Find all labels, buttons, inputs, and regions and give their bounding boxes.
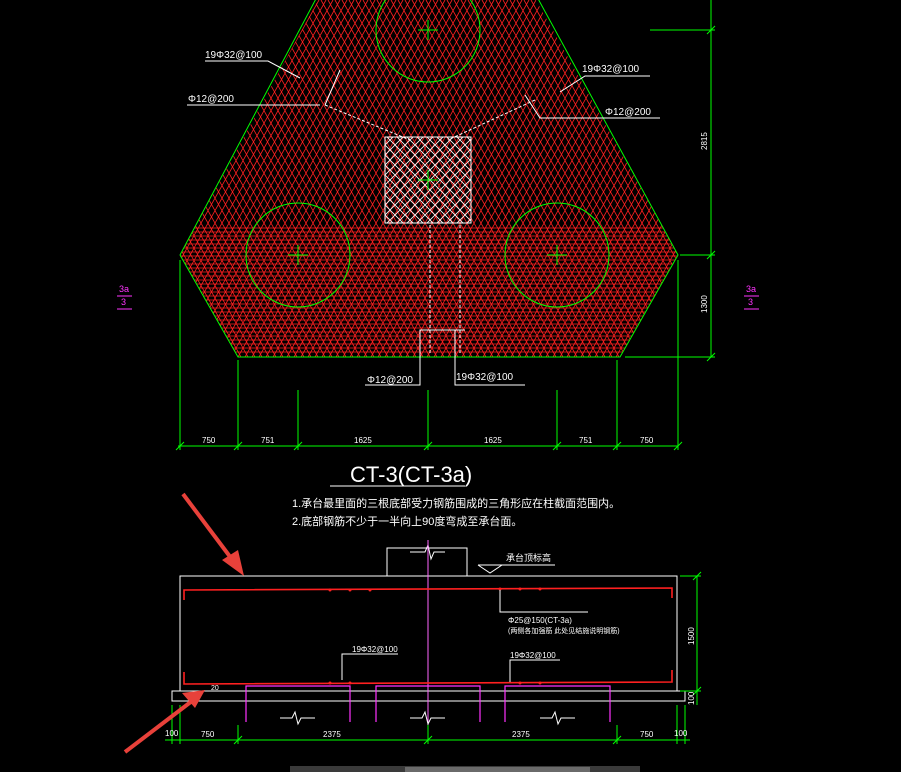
dim-bottom-1: 750 [202, 436, 216, 445]
section-height-dim [680, 571, 702, 705]
dim-bottom-6: 750 [640, 436, 654, 445]
rebar-dots [328, 587, 542, 685]
dim-sec-6: 100 [674, 729, 688, 738]
column-center-mark [418, 170, 438, 190]
dim-bottom-2: 751 [261, 436, 275, 445]
column-break-line [410, 543, 445, 561]
scrollbar-thumb[interactable] [405, 767, 590, 772]
dim-right-upper: 2815 [700, 132, 709, 150]
svg-text:3: 3 [121, 297, 126, 307]
section-piles [245, 685, 611, 722]
right-dimension-chain [625, 0, 716, 362]
pile-cap-outline [179, 0, 679, 358]
svg-text:3a: 3a [119, 284, 129, 294]
dim-section-base: 100 [687, 691, 696, 705]
dim-section-height: 1500 [687, 627, 696, 645]
pile-break-lines [280, 710, 575, 726]
label-bottom-rebar-left: 19Φ32@100 [352, 645, 398, 654]
pile-cap-section: 承台顶标高 Φ25@150(CT-3a) (两侧各加强筋 此处见结施说明钢筋) … [165, 540, 702, 745]
leader-lines [187, 60, 660, 386]
label-small-mark: 20 [211, 685, 219, 692]
section-marker-left: 3a 3 [117, 284, 132, 310]
dim-sec-4: 2375 [512, 730, 530, 739]
elevation-marker [477, 564, 555, 574]
annotation-arrow-top [181, 492, 244, 576]
label-top-right-dist: Φ12@200 [605, 107, 651, 118]
pile-cap-plan: 19Φ32@100 Φ12@200 19Φ32@100 Φ12@200 Φ12@… [117, 0, 759, 451]
dim-right-lower: 1300 [700, 295, 709, 313]
label-side-rebar: Φ25@150(CT-3a) [508, 616, 572, 625]
svg-text:3: 3 [748, 297, 753, 307]
label-top-right-main: 19Φ32@100 [582, 64, 639, 75]
pile-center-marks [288, 20, 567, 265]
label-top-elevation: 承台顶标高 [506, 552, 551, 563]
dim-bottom-3: 1625 [354, 436, 372, 445]
pile-circle-left [245, 202, 351, 308]
dim-sec-5: 750 [640, 730, 654, 739]
bottom-rebar [183, 670, 673, 685]
top-rebar [183, 587, 673, 600]
label-top-left-dist: Φ12@200 [188, 94, 234, 105]
label-bottom-rebar-right: 19Φ32@100 [510, 651, 556, 660]
pile-circle-top [375, 0, 481, 83]
bent-rebar-marks [324, 99, 536, 355]
label-side-rebar-note: (两侧各加强筋 此处见结施说明钢筋) [508, 626, 620, 635]
bottom-dimension-ticks [175, 441, 683, 451]
section-marker-right: 3a 3 [744, 284, 759, 310]
svg-text:3a: 3a [746, 284, 756, 294]
drawing-title: CT-3(CT-3a) [350, 462, 472, 487]
dim-sec-3: 2375 [323, 730, 341, 739]
note-1: 1.承台最里面的三根底部受力钢筋围成的三角形应在柱截面范围内。 [292, 496, 620, 510]
section-bottom-dim [165, 705, 690, 745]
label-bottom-dist: Φ12@200 [367, 375, 413, 386]
label-top-left-main: 19Φ32@100 [205, 50, 262, 61]
note-2: 2.底部钢筋不少于一半向上90度弯成至承台面。 [292, 514, 522, 528]
column-stub [386, 547, 468, 577]
dim-sec-1: 100 [165, 729, 179, 738]
label-bottom-main: 19Φ32@100 [456, 372, 513, 383]
dim-bottom-5: 751 [579, 436, 593, 445]
section-leaders [341, 590, 588, 682]
dim-bottom-4: 1625 [484, 436, 502, 445]
dim-sec-2: 750 [201, 730, 215, 739]
pile-circle-right [504, 202, 610, 308]
annotation-arrow-bottom [123, 690, 205, 754]
